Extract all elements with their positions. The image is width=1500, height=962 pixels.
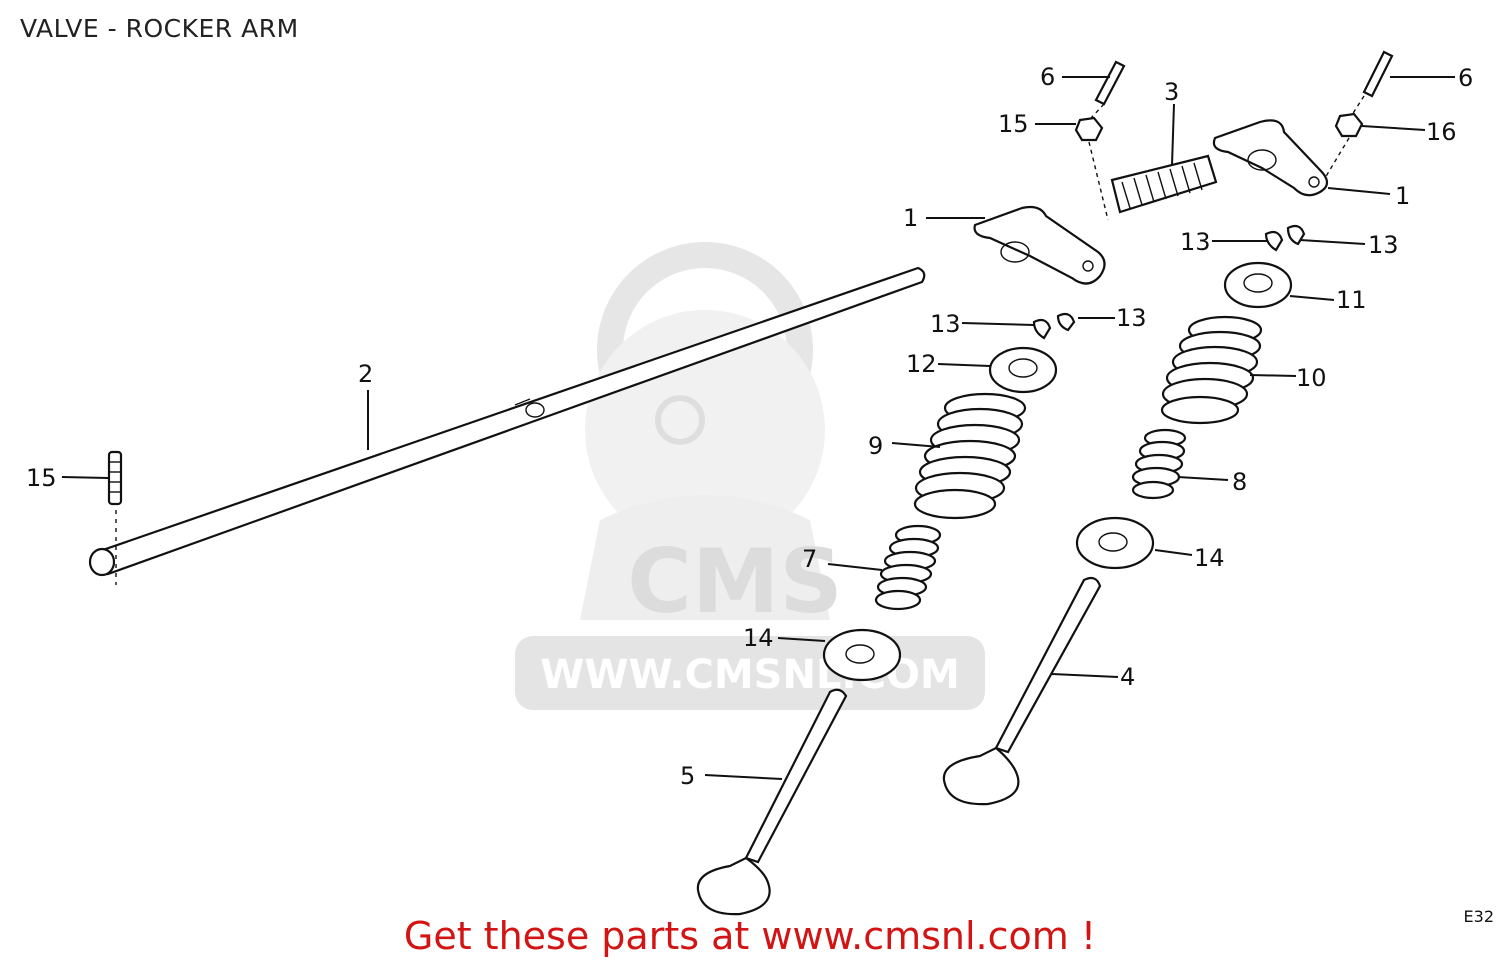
inner-valve-spring-right [1131, 428, 1187, 500]
callout-label: 9 [868, 432, 883, 460]
callout-label: 14 [1194, 544, 1225, 572]
rocker-arm-spring [1110, 154, 1218, 214]
callout-label: 13 [1116, 304, 1147, 332]
callout-label: 14 [743, 624, 774, 652]
outer-valve-spring-left [913, 392, 1027, 520]
callout-label: 5 [680, 762, 695, 790]
adjusting-screw-right [1349, 50, 1394, 119]
rocker-arm-left [973, 205, 1106, 285]
callout-label: 1 [903, 204, 918, 232]
diagram-code: E32 [1464, 907, 1494, 926]
callout-label: 11 [1336, 286, 1367, 314]
spring-seat-right [1075, 516, 1155, 570]
leader-lines [61, 76, 1455, 780]
spring-seat-left [822, 628, 902, 682]
spring-retainer-left [988, 346, 1058, 394]
lock-nut-left [1074, 116, 1109, 221]
inner-valve-spring-left [874, 524, 942, 611]
spring-retainer-right [1223, 261, 1293, 309]
valve-cotters-right [1264, 224, 1306, 252]
callout-label: 16 [1426, 118, 1457, 146]
callout-label: 4 [1120, 663, 1135, 691]
callout-labels: 6 6 15 16 3 1 1 13 13 13 13 11 12 10 9 8… [26, 63, 1473, 790]
promo-link[interactable]: Get these parts at www.cmsnl.com ! [403, 914, 1097, 958]
callout-label: 13 [1368, 231, 1399, 259]
callout-label: 12 [906, 350, 937, 378]
valve-left [696, 688, 848, 916]
callout-label: 13 [930, 310, 961, 338]
dowel-pin [107, 450, 123, 585]
callout-label: 2 [358, 360, 373, 388]
valve-cotters-left [1032, 312, 1076, 340]
callout-label: 3 [1164, 78, 1179, 106]
lock-nut-right [1324, 112, 1364, 179]
callout-label: 15 [998, 110, 1029, 138]
outer-valve-spring-right [1160, 315, 1263, 425]
callout-label: 13 [1180, 228, 1211, 256]
callout-label: 15 [26, 464, 57, 492]
watermark-logo: CMS [627, 530, 843, 633]
callout-label: 6 [1458, 64, 1473, 92]
diagram-title: VALVE - ROCKER ARM [20, 14, 299, 43]
callout-label: 6 [1040, 63, 1055, 91]
valve-right [942, 576, 1102, 806]
rocker-arm-shaft [88, 266, 926, 577]
callout-label: 7 [802, 545, 817, 573]
adjusting-screw-left [1079, 60, 1126, 131]
rocker-arm-right [1212, 119, 1329, 197]
callout-label: 8 [1232, 468, 1247, 496]
callout-label: 1 [1395, 182, 1410, 210]
callout-label: 10 [1296, 364, 1327, 392]
